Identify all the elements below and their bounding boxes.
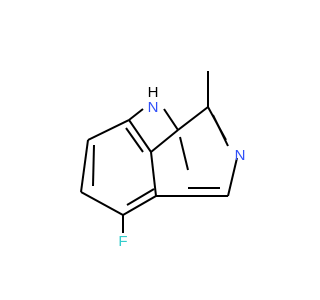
hydrogen-atom-label: H [148,84,159,101]
indole-nitrogen-atom-label: N [148,99,159,116]
fluorine-atom-label: F [118,233,127,250]
bond [128,119,152,153]
bond [163,108,179,131]
pyridine-ring [156,106,238,197]
bond [87,119,130,141]
molecule-structure: F H N N [80,71,246,250]
bond [125,127,144,153]
pyridine-nitrogen-atom-label: N [235,147,246,164]
bond [126,188,155,206]
bond [179,136,189,171]
bond [150,129,179,153]
bond [150,151,157,197]
bond [212,114,229,147]
benzene-ring [80,119,157,216]
bond [122,195,157,216]
pyrrole-ring [128,108,189,171]
bond [177,106,209,131]
bond [128,108,144,121]
bond [92,144,95,187]
bond [80,191,124,216]
bond [80,139,89,193]
bond [227,157,238,197]
